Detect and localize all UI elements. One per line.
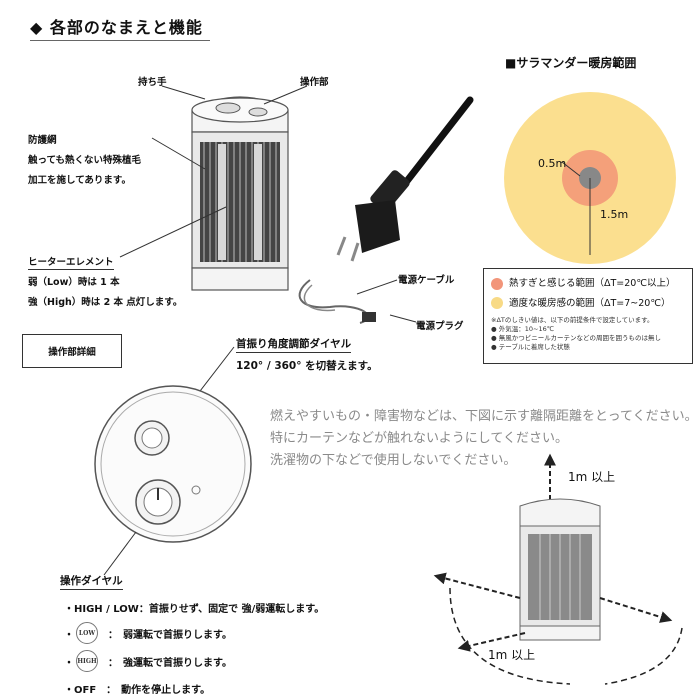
- cable-leader: [356, 279, 398, 295]
- handle-label: 持ち手: [138, 77, 167, 88]
- control-detail-box: 操作部詳細: [22, 334, 122, 368]
- range-title: ■サラマンダー暖房範囲: [505, 56, 637, 70]
- plug-label: 電源プラグ: [416, 321, 464, 332]
- clearance-line-3: 洗濯物の下などで使用しないでください。: [270, 453, 517, 468]
- low-swing-icon: LOW: [76, 622, 98, 644]
- control-panel-leader: [263, 85, 308, 105]
- plug-leader: [389, 314, 417, 323]
- control-panel-label: 操作部: [300, 77, 329, 88]
- clearance-diagram: [433, 453, 683, 685]
- handle-leader: [161, 85, 206, 100]
- outer-radius-label: 1.5m: [600, 208, 629, 221]
- clearance-line-2: 特にカーテンなどが触れないようにしてください。: [270, 431, 568, 446]
- range-legend: 熱すぎと感じる範囲（ΔT=20℃以上） 適度な暖房感の範囲（ΔT=7~20℃） …: [483, 268, 693, 364]
- control-panel-topview: [94, 385, 252, 543]
- cable-label: 電源ケーブル: [398, 275, 455, 286]
- op-row-high: ・ HIGH ： 強運転で首振りします。: [64, 650, 232, 672]
- cable-plug-illustration: [298, 96, 474, 324]
- title-underline: [30, 40, 210, 41]
- op-row-low: ・ LOW ： 弱運転で首振りします。: [64, 622, 232, 644]
- clearance-line-1: 燃えやすいもの・障害物などは、下図に示す離隔距離をとってください。: [270, 409, 698, 424]
- swing-dial-desc: 120° / 360° を切替えます。: [236, 360, 378, 372]
- guard-desc-1: 触っても熱くない特殊植毛: [28, 155, 142, 166]
- note-4: ● テーブルに着席した状態: [491, 343, 570, 351]
- note-3: ● 無風かつビニールカーテンなどの周囲を囲うものは無し: [491, 334, 662, 342]
- heater-low: 弱（Low）時は 1 本: [28, 277, 120, 288]
- clearance-top-label: 1m 以上: [568, 470, 616, 484]
- comfort-swatch: [491, 297, 503, 309]
- swing-dial-title: 首振り角度調節ダイヤル: [236, 336, 352, 353]
- op-dial-title: 操作ダイヤル: [60, 573, 123, 590]
- legend-item-hot: 熱すぎと感じる範囲（ΔT=20℃以上）: [491, 275, 685, 290]
- heater-title: ヒーターエレメント: [28, 254, 114, 270]
- note-2: ● 外気温：10~16℃: [491, 325, 555, 333]
- guard-desc-2: 加工を施してあります。: [28, 175, 131, 186]
- guard-leader: [151, 137, 206, 170]
- heater-leader: [119, 206, 227, 258]
- heater-high: 強（High）時は 2 本 点灯します。: [28, 297, 183, 308]
- hot-swatch: [491, 277, 503, 290]
- page-title: ◆ 各部のなまえと機能: [30, 18, 203, 37]
- note-1: ※ΔTのしきい値は、以下の前提条件で設定しています。: [491, 316, 654, 324]
- high-swing-icon: HIGH: [76, 650, 98, 672]
- heater-illustration: [191, 96, 289, 291]
- clearance-side-label: 1m 以上: [488, 648, 536, 662]
- op-row-fixed: ・HIGH / LOW：首振りせず、固定で 強/弱運転します。: [64, 604, 325, 615]
- op-row-off: ・OFF ： 動作を停止します。: [64, 685, 211, 696]
- legend-item-comfort: 適度な暖房感の範囲（ΔT=7~20℃）: [491, 295, 685, 309]
- op-dial-leader: [103, 531, 137, 576]
- guard-title: 防護網: [28, 135, 57, 146]
- inner-radius-label: 0.5m: [538, 157, 567, 170]
- heating-range-diagram: [504, 92, 676, 264]
